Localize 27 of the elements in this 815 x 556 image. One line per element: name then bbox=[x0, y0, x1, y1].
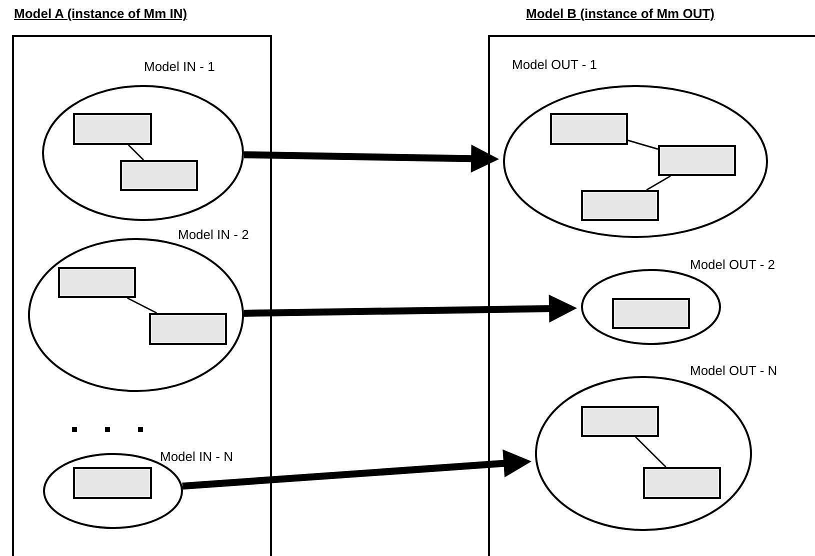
rectangle bbox=[612, 298, 690, 329]
rectangle bbox=[643, 467, 721, 499]
panel-heading: Model A (instance of Mm IN) bbox=[14, 7, 188, 20]
rectangle bbox=[120, 160, 198, 191]
arrow bbox=[244, 144, 500, 173]
rectangle bbox=[550, 113, 628, 145]
connector-line bbox=[128, 144, 144, 161]
rectangle bbox=[658, 145, 736, 176]
rectangle bbox=[581, 406, 659, 437]
model-label: Model OUT - 2 bbox=[690, 258, 776, 271]
arrow bbox=[182, 449, 532, 490]
model-label: Model IN - 2 bbox=[178, 228, 249, 241]
model-label: Model OUT - N bbox=[690, 364, 778, 377]
connector-line bbox=[635, 436, 666, 468]
rectangle bbox=[73, 467, 152, 499]
rectangle bbox=[149, 313, 227, 345]
connector-line bbox=[127, 297, 158, 314]
panel-heading: Model B (instance of Mm OUT) bbox=[526, 7, 714, 20]
connector-line bbox=[646, 175, 671, 191]
rectangle bbox=[58, 267, 136, 298]
connector-line bbox=[628, 140, 658, 150]
arrow bbox=[244, 294, 578, 323]
model-label: Model IN - N bbox=[160, 450, 233, 463]
model-label: Model OUT - 1 bbox=[512, 58, 598, 71]
model-label: Model IN - 1 bbox=[144, 60, 215, 73]
rectangle bbox=[73, 113, 152, 145]
rectangle bbox=[581, 190, 659, 221]
